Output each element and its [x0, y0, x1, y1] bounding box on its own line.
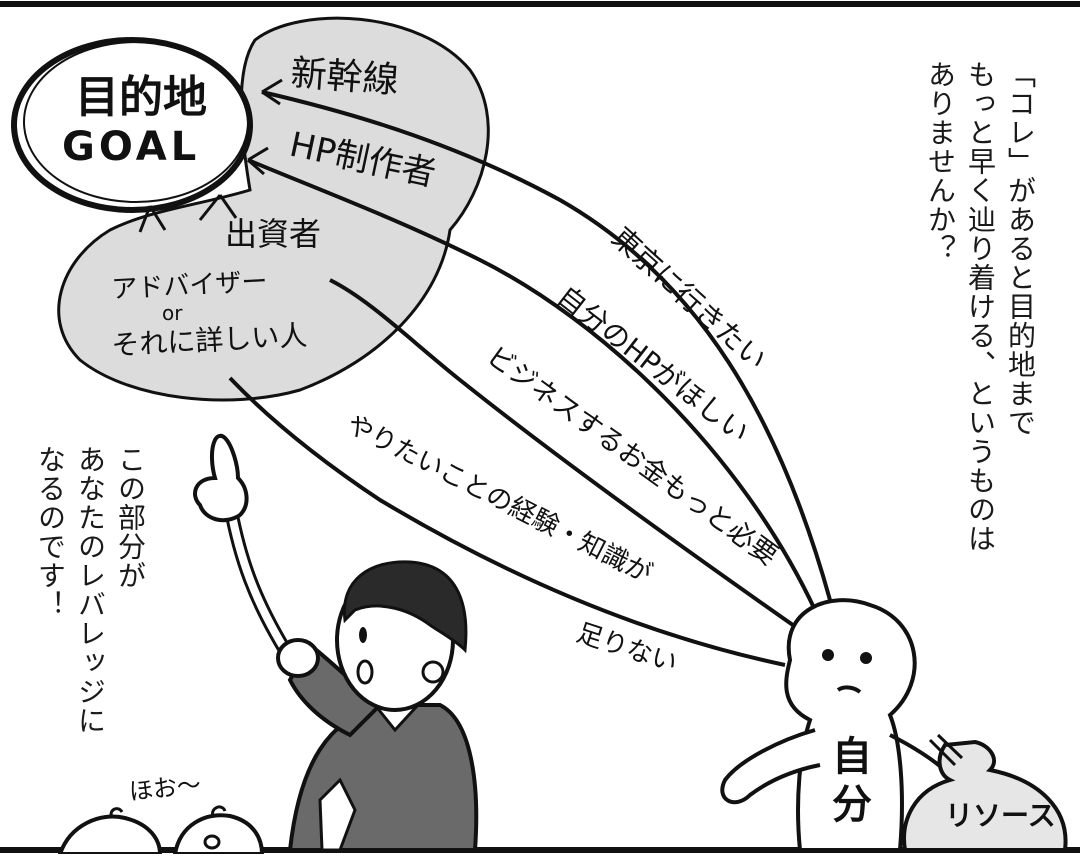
bag-label: リソース — [945, 799, 1056, 832]
shirt — [318, 777, 357, 852]
audience-head-2 — [172, 813, 265, 856]
label-advisor-or: or — [162, 301, 183, 325]
wish-experience-2: 足りない — [573, 618, 681, 679]
line-tokyo — [261, 90, 832, 601]
narration-right-line-2: もっと早く辿り着ける、というものは — [964, 60, 997, 553]
ear — [421, 660, 445, 684]
arrow-icon — [247, 146, 269, 176]
audience-reaction: ほお〜 — [128, 771, 203, 806]
hair — [342, 560, 468, 654]
narration-left: この部分が あなたのレバレッジに なるのです！ — [30, 445, 150, 735]
jibun-label-1: 自 — [832, 734, 872, 780]
suit-jacket — [287, 703, 479, 852]
shirt-collar — [373, 703, 420, 733]
arrow-icon — [138, 205, 167, 233]
narration-right-line-1: 「コレ」があると目的地まで — [1004, 60, 1037, 437]
line-experience — [228, 376, 786, 667]
arrow-icon — [198, 194, 238, 221]
arrow-icon — [261, 78, 283, 106]
goal-circle — [11, 37, 253, 213]
businessman — [276, 560, 479, 852]
jibun-eye-right — [860, 652, 872, 664]
label-investor: 出資者 — [225, 215, 321, 253]
narration-left-line-3: なるのです！ — [34, 445, 67, 619]
jibun-mouth — [836, 685, 862, 694]
jibun-eye-left — [822, 649, 834, 661]
goal-title: 目的地 — [75, 72, 207, 123]
resource-bag — [902, 739, 1068, 852]
resource-bubble — [57, 16, 490, 402]
narration-right: 「コレ」があると目的地まで もっと早く辿り着ける、というものは ありませんか？ — [920, 60, 1040, 553]
pointing-hand — [193, 433, 249, 523]
jibun-character — [720, 598, 952, 852]
narration-left-line-1: この部分が — [114, 445, 147, 590]
line-hp — [247, 158, 817, 611]
narration-right-line-3: ありませんか？ — [924, 60, 957, 263]
audience-head-1 — [57, 814, 163, 856]
line-money — [329, 278, 802, 632]
eye — [359, 627, 367, 643]
open-mouth — [356, 659, 374, 685]
bag-tie-icon — [928, 733, 964, 767]
audience — [57, 805, 265, 856]
goal-subtitle: GOAL — [62, 124, 200, 170]
label-shinkansen: 新幹線 — [289, 53, 400, 101]
goal-circle-inner — [23, 41, 249, 203]
jibun-left-arm — [720, 728, 821, 805]
jibun-label-2: 分 — [832, 782, 872, 828]
narration-left-line-2: あなたのレバレッジに — [74, 445, 107, 735]
hand — [276, 638, 320, 678]
